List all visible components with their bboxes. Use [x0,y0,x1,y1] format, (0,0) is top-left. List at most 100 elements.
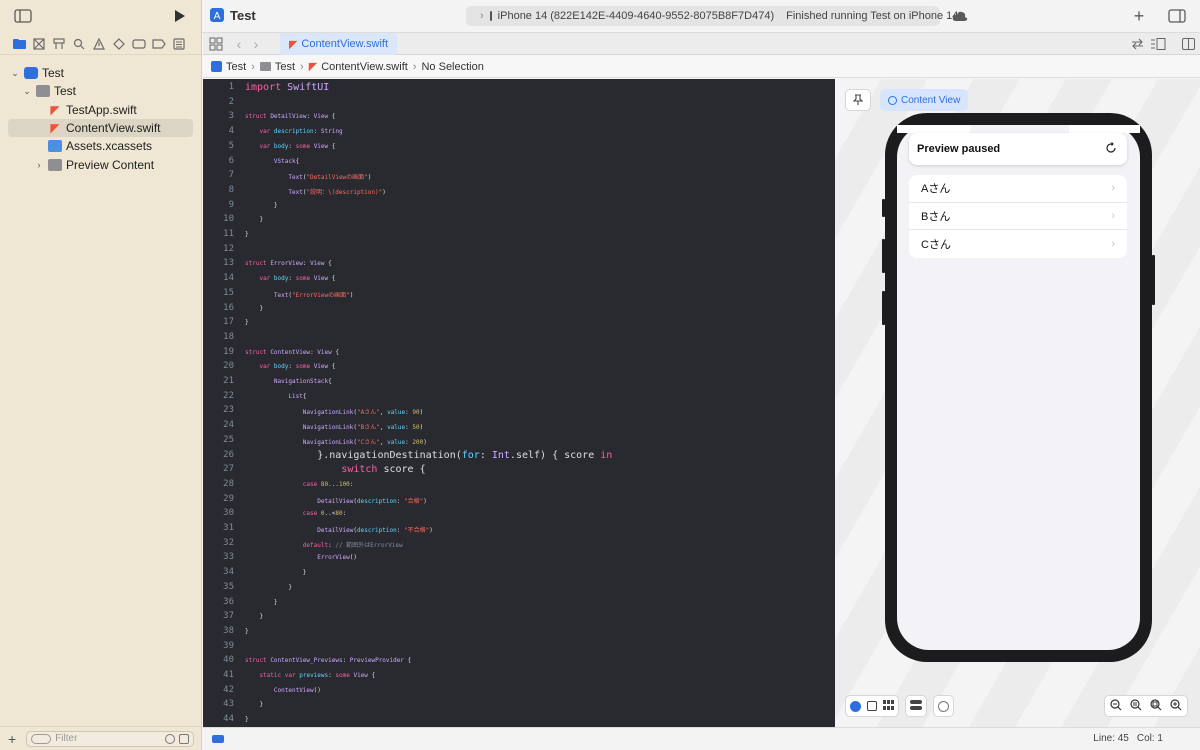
breadcrumb-file[interactable]: ◤ ContentView.swift [309,60,408,74]
device-settings-button[interactable] [905,695,927,717]
code-line[interactable]: VStack{ [273,157,300,165]
code-line[interactable]: struct ErrorView: View { [245,260,332,268]
code-line[interactable]: } [245,231,249,238]
code-line[interactable]: switch score { [341,464,426,476]
zoom-actual-icon[interactable] [1130,698,1142,714]
code-line[interactable]: DetailView(description: "不合格") [317,527,433,534]
tree-item-assets[interactable]: Assets.xcassets [0,137,201,155]
chevron-down-icon[interactable]: ⌄ [11,67,19,78]
code-line[interactable]: var body: some View { [259,363,336,371]
code-line[interactable]: static var previews: some View { [259,672,376,679]
forward-chevron-icon[interactable]: › [253,36,259,52]
code-line[interactable]: List{ [288,392,307,400]
code-line[interactable]: ContentView() [273,686,321,694]
debug-area-toggle-icon[interactable] [212,735,224,743]
code-line[interactable]: NavigationLink("Bさん", value: 50) [302,424,424,432]
grid-icon[interactable] [209,37,223,51]
list-item[interactable]: Bさん › [909,203,1127,230]
run-destination[interactable]: › iPhone 14 (822E142E-4409-4640-9552-807… [466,6,958,26]
code-line[interactable]: case 80...100: [302,480,354,488]
filter-input[interactable]: Filter [26,730,195,747]
code-line[interactable]: } [245,613,264,621]
editor-options-icon[interactable] [1150,37,1166,51]
tree-item-testapp[interactable]: ◤ TestApp.swift [0,101,201,119]
refresh-arrows-icon[interactable] [1130,37,1144,51]
code-line[interactable]: NavigationLink("Cさん", value: 200) [302,438,427,446]
back-chevron-icon[interactable]: ‹ [236,36,242,52]
breadcrumb-group[interactable]: Test [259,61,295,73]
code-line[interactable]: ErrorView() [317,554,357,562]
code-line[interactable]: } [245,319,249,327]
preview-selector[interactable]: Content View [880,89,968,111]
code-line[interactable]: var body: some View { [259,142,336,150]
code-line[interactable]: } [245,598,278,606]
split-editor-icon[interactable] [1181,37,1195,51]
code-line[interactable]: } [245,304,264,312]
breadcrumb-project[interactable]: Test [211,61,246,73]
add-icon[interactable]: + [1133,5,1145,26]
breadcrumb-symbol[interactable]: No Selection [421,61,483,73]
cloud-icon[interactable] [952,8,968,24]
chevron-right-icon[interactable]: › [37,159,41,170]
add-icon[interactable]: + [8,730,17,747]
pin-icon[interactable] [845,89,871,111]
code-line[interactable]: struct ContentView: View { [245,348,339,356]
code-line[interactable]: case 0..<80: [302,510,347,518]
selectable-mode-icon[interactable] [867,701,877,711]
code-line[interactable]: import SwiftUI [245,82,330,93]
tab-contentview[interactable]: ◤ ContentView.swift [280,33,397,55]
code-line[interactable]: } [245,569,307,577]
zoom-in-icon[interactable] [1170,698,1182,714]
tree-item-group-test[interactable]: ⌄ Test [0,82,201,100]
zoom-out-icon[interactable] [1110,698,1122,714]
zoom-fit-icon[interactable] [1150,698,1162,714]
issue-warning-icon[interactable] [92,37,106,51]
chevron-right-icon: › [412,60,417,73]
code-line[interactable]: NavigationLink("Aさん", value: 90) [302,409,424,417]
recent-files-icon[interactable] [165,733,176,744]
code-line[interactable]: Text("説明：\(description)") [288,188,386,196]
code-line[interactable]: Text("ErrorViewの画面") [273,291,354,299]
code-line[interactable]: struct ContentView_Previews: PreviewProv… [245,657,412,665]
code-line[interactable]: Text("DetailViewの画面") [288,174,372,182]
sidebar-toggle-icon[interactable] [14,8,32,24]
filter-options-icon[interactable] [31,733,52,744]
code-line[interactable]: default: // 範囲外はErrorView [302,541,403,549]
tree-item-preview-content[interactable]: › Preview Content [0,155,201,173]
variants-grid-icon[interactable] [883,699,894,713]
scheme-title[interactable]: Test [230,8,256,23]
tree-item-contentview[interactable]: ◤ ContentView.swift [8,118,193,138]
source-control-icon[interactable] [32,37,46,51]
inspector-toggle-icon[interactable] [1168,8,1186,24]
report-icon[interactable] [172,37,186,51]
code-line[interactable]: var description: String [259,128,343,136]
tree-item-project[interactable]: ⌄ Test [0,64,201,82]
find-icon[interactable] [72,37,86,51]
code-line[interactable]: DetailView(description: "合格") [317,497,427,505]
refresh-icon[interactable] [1105,141,1117,157]
list-item[interactable]: Cさん › [909,230,1127,258]
line-number: 22 [223,390,234,401]
code-line[interactable]: NavigationStack{ [273,378,332,385]
breakpoint-icon[interactable] [152,37,166,51]
test-diamond-icon[interactable] [112,37,126,51]
code-line[interactable]: struct DetailView: View { [245,113,336,121]
code-line[interactable]: } [245,583,292,591]
code-line[interactable]: }.navigationDestination(for: Int.self) {… [245,449,613,461]
live-preview-icon[interactable] [850,700,861,712]
run-button[interactable] [172,8,188,24]
list-item[interactable]: Aさん › [909,175,1127,203]
code-line[interactable]: } [245,216,264,224]
debug-icon[interactable] [132,37,146,51]
code-line[interactable]: } [245,201,278,209]
code-line[interactable]: } [245,701,264,709]
symbol-navigator-icon[interactable] [52,37,66,51]
code-line[interactable]: var body: some View { [259,275,336,283]
code-line[interactable]: } [245,627,249,635]
folder-icon[interactable] [12,37,26,51]
code-line[interactable]: } [245,716,249,724]
preview-info-button[interactable] [933,695,954,717]
source-control-filter-icon[interactable] [179,733,190,744]
chevron-down-icon[interactable]: ⌄ [23,85,31,96]
